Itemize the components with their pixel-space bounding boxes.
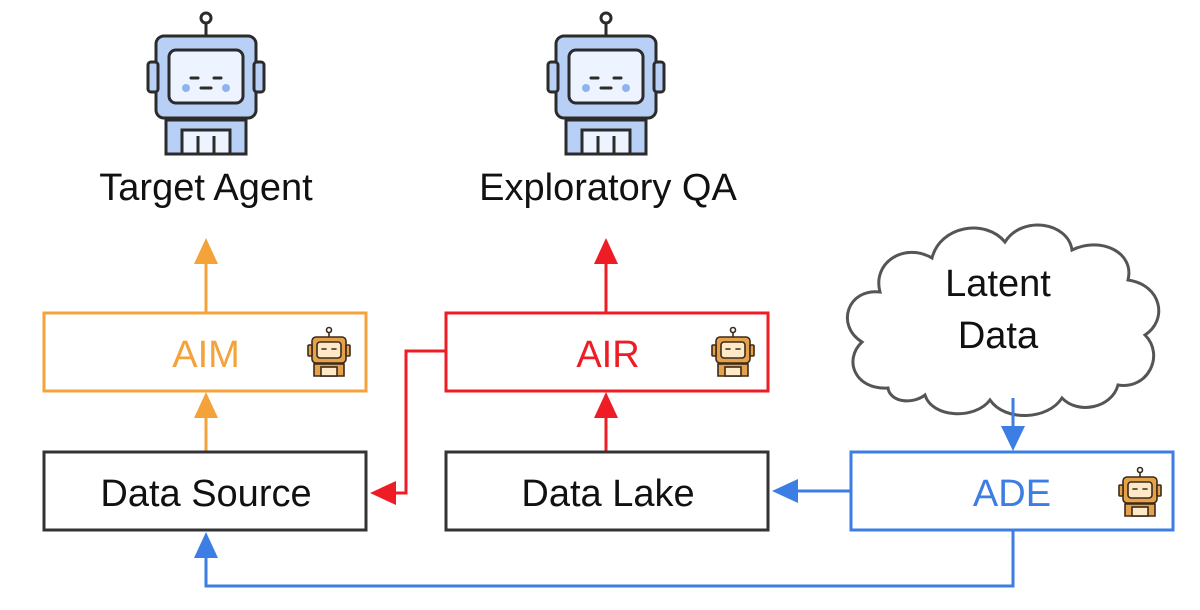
data-lake-box bbox=[444, 450, 770, 532]
ade-to-source-arrow bbox=[204, 530, 1015, 588]
ade-to-source-arrowhead bbox=[194, 532, 218, 558]
data-source-label: Data Source bbox=[100, 473, 311, 515]
lake-to-air-arrowhead bbox=[594, 392, 618, 418]
air-to-source-arrowhead bbox=[370, 481, 396, 505]
aim-label: AIM bbox=[172, 334, 240, 376]
cloud-label-line2: Data bbox=[958, 315, 1039, 357]
cloud-label-line1: Latent bbox=[945, 263, 1051, 305]
cloud-to-ade-arrowhead bbox=[1001, 426, 1025, 451]
target-agent-label: Target Agent bbox=[99, 167, 313, 209]
target-agent-robot-icon bbox=[146, 11, 266, 156]
data-lake-label: Data Lake bbox=[521, 473, 694, 515]
aim-to-target-arrowhead bbox=[194, 238, 218, 264]
air-to-qa-arrowhead bbox=[594, 238, 618, 264]
ade-to-lake-arrowhead bbox=[772, 479, 798, 503]
ade-label: ADE bbox=[973, 473, 1051, 515]
air-label: AIR bbox=[576, 334, 639, 376]
exploratory-qa-robot-icon bbox=[546, 11, 666, 156]
data-source-box bbox=[42, 450, 368, 532]
air-to-source-arrow bbox=[394, 349, 446, 495]
exploratory-qa-label: Exploratory QA bbox=[479, 167, 737, 209]
source-to-aim-arrowhead bbox=[194, 392, 218, 418]
latent-data-cloud bbox=[845, 223, 1161, 417]
